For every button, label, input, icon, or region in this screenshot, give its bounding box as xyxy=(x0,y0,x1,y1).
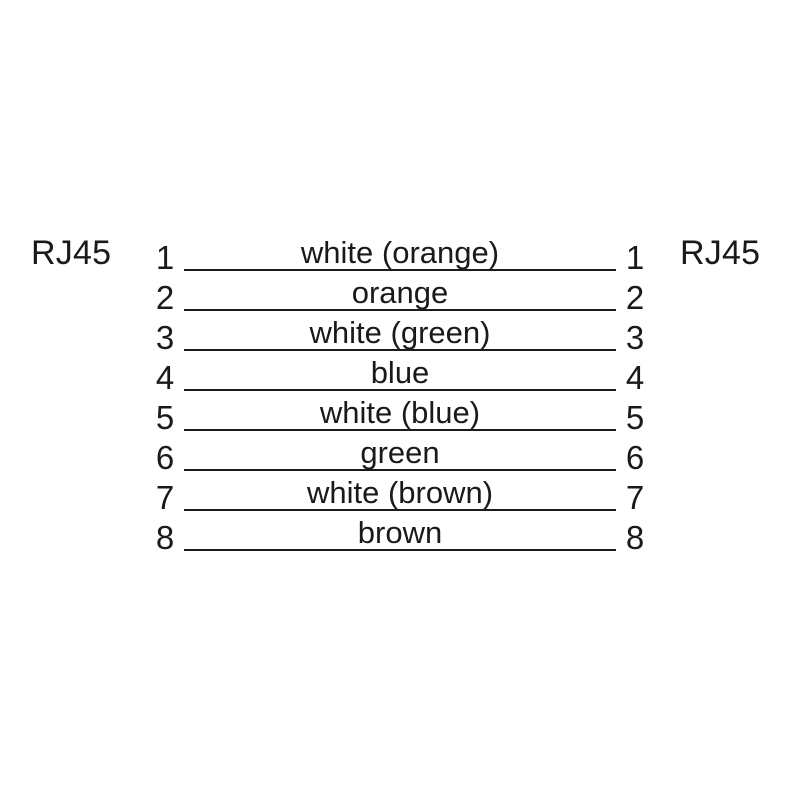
wire-line xyxy=(184,309,616,311)
wire-line xyxy=(184,469,616,471)
right-pin-number: 5 xyxy=(625,399,645,436)
wire-line xyxy=(184,509,616,511)
left-pin-number: 8 xyxy=(155,519,175,556)
right-pin-number: 4 xyxy=(625,359,645,396)
wire-color-label: white (green) xyxy=(309,315,491,350)
wire-line xyxy=(184,269,616,271)
right-pin-number: 6 xyxy=(625,439,645,476)
right-connector-label: RJ45 xyxy=(680,234,761,272)
left-pin-number: 3 xyxy=(155,319,175,356)
left-pin-number: 4 xyxy=(155,359,175,396)
wire-color-label: green xyxy=(360,435,440,470)
right-pin-number: 7 xyxy=(625,479,645,516)
pin-row: blue 4 4 xyxy=(0,355,800,399)
left-pin-number: 2 xyxy=(155,279,175,316)
left-pin-number: 7 xyxy=(155,479,175,516)
right-pin-number: 2 xyxy=(625,279,645,316)
pin-row: white (brown) 7 7 xyxy=(0,475,800,519)
pin-row: white (blue) 5 5 xyxy=(0,395,800,439)
right-pin-number: 3 xyxy=(625,319,645,356)
wire-color-label: blue xyxy=(370,355,430,390)
wire-line xyxy=(184,429,616,431)
wire-color-label: white (blue) xyxy=(319,395,481,430)
right-pin-number: 8 xyxy=(625,519,645,556)
pin-row: white (orange) 1 1 xyxy=(0,235,800,279)
pin-row: white (green) 3 3 xyxy=(0,315,800,359)
wire-color-label: white (orange) xyxy=(300,235,500,270)
left-pin-number: 6 xyxy=(155,439,175,476)
wire-color-label: brown xyxy=(357,515,443,550)
pin-row: orange 2 2 xyxy=(0,275,800,319)
wire-line xyxy=(184,549,616,551)
left-connector-label: RJ45 xyxy=(31,234,112,272)
wire-color-label: white (brown) xyxy=(306,475,494,510)
wire-color-label: orange xyxy=(351,275,449,310)
left-pin-number: 5 xyxy=(155,399,175,436)
wire-line xyxy=(184,389,616,391)
pin-row: green 6 6 xyxy=(0,435,800,479)
left-pin-number: 1 xyxy=(155,239,175,276)
wire-line xyxy=(184,349,616,351)
pin-row: brown 8 8 xyxy=(0,515,800,559)
right-pin-number: 1 xyxy=(625,239,645,276)
